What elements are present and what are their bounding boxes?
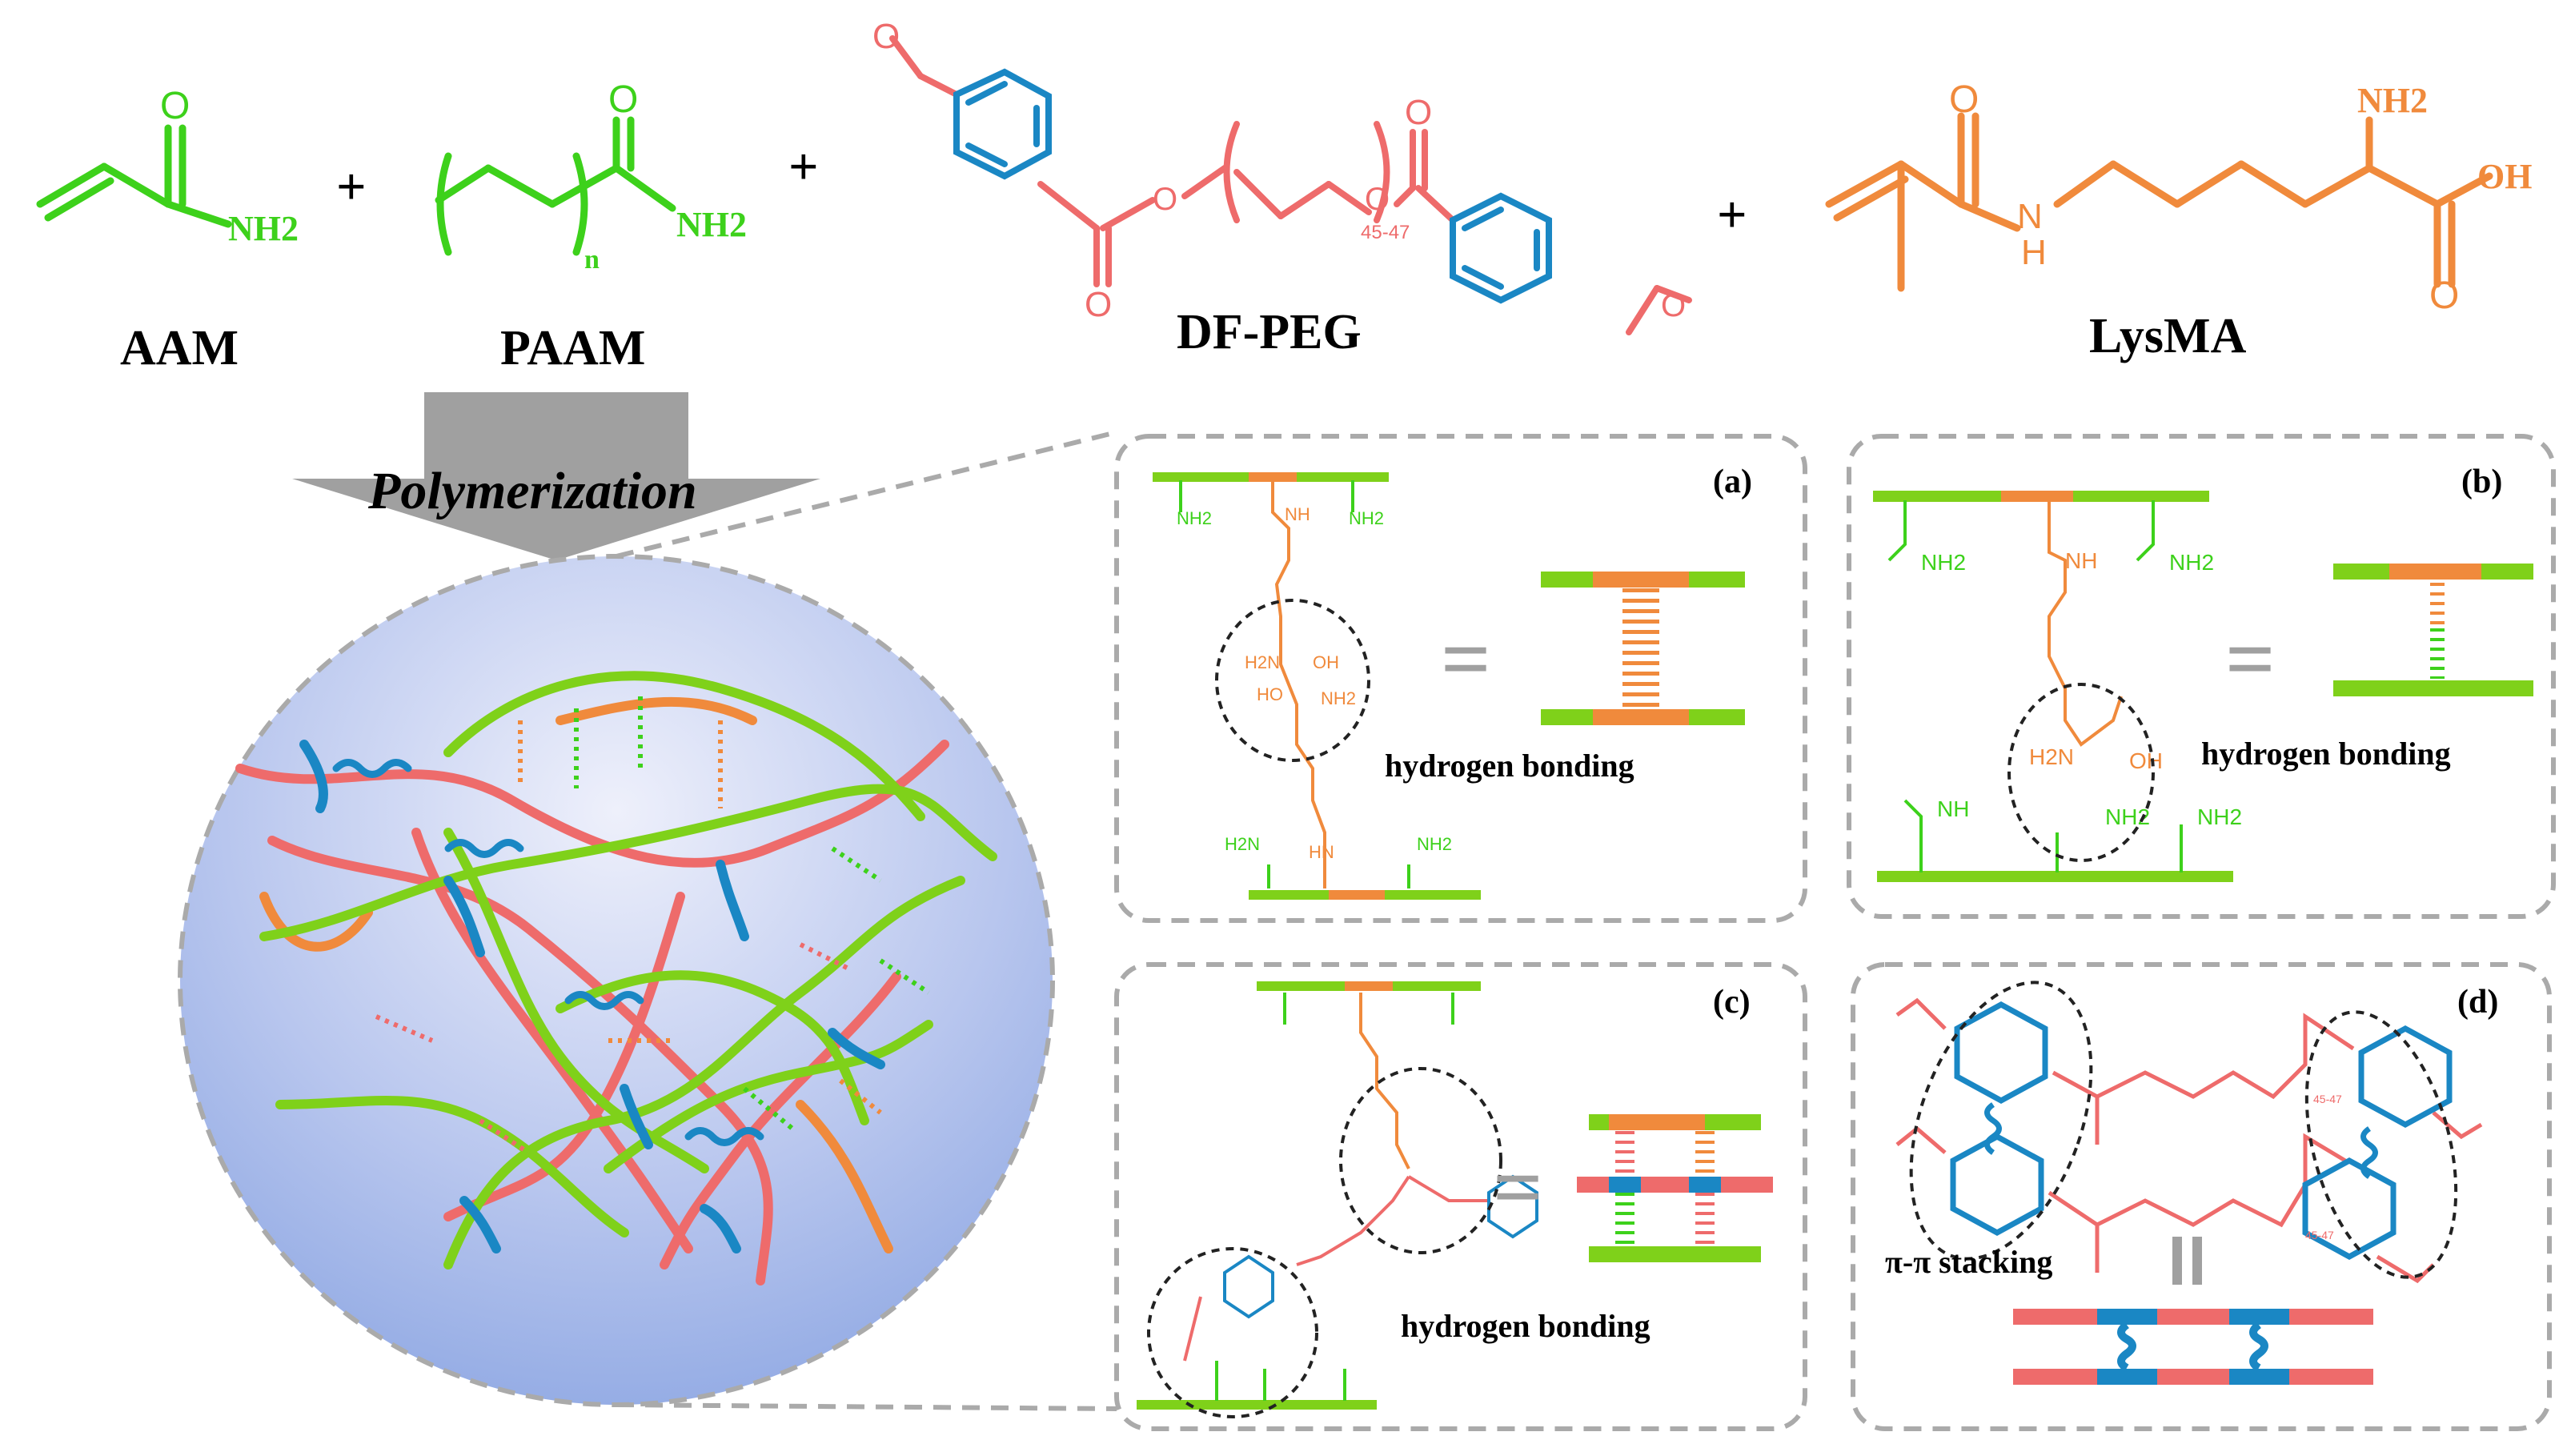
magnify-guide-lines-icon bbox=[616, 430, 1117, 1411]
lysma-o-acid: O bbox=[2429, 275, 2459, 317]
panel-b-nh2-bottom-right: NH2 bbox=[2197, 804, 2242, 829]
panel-d-caption: π-π stacking bbox=[1885, 1244, 2052, 1280]
panel-a-nh2-bottom: NH2 bbox=[1417, 834, 1452, 854]
panel-b-nh2-left: NH2 bbox=[1921, 550, 1966, 575]
panel-a-nh: NH bbox=[1285, 504, 1310, 524]
paam-o-label: O bbox=[608, 78, 638, 121]
lysma-n: N bbox=[2017, 197, 2043, 236]
panel-a-oh: OH bbox=[1313, 652, 1339, 672]
dfpeg-o-ester2: O bbox=[1405, 93, 1432, 132]
panel-b: NH2 NH2 NH H2N OH NH NH2 NH2 = hydrogen … bbox=[1847, 434, 2556, 919]
aam-o-label: O bbox=[160, 85, 190, 127]
dfpeg-range: 45-47 bbox=[1361, 222, 1410, 243]
paam-nh2-label: NH2 bbox=[676, 205, 747, 244]
dfpeg-o-end: O bbox=[1661, 288, 1686, 323]
aam-name: AAM bbox=[120, 321, 239, 375]
lysma-oh: OH bbox=[2477, 157, 2532, 196]
panel-a-bond-circle bbox=[1215, 599, 1370, 762]
dfpeg-o-top: O bbox=[872, 17, 900, 56]
panel-d-range-2: 45-47 bbox=[2305, 1229, 2334, 1241]
panel-c: = hydrogen bonding (c) bbox=[1114, 962, 1807, 1431]
paam-name: PAAM bbox=[500, 321, 645, 375]
panel-a-h2n: H2N bbox=[1245, 652, 1280, 672]
aam-nh2-label: NH2 bbox=[228, 209, 299, 248]
panel-c-bond-circle-lower bbox=[1147, 1247, 1318, 1418]
lysma-nh2: NH2 bbox=[2357, 81, 2428, 120]
paam-n-label: n bbox=[584, 245, 600, 275]
panel-a-tag: (a) bbox=[1713, 463, 1752, 500]
panel-d-stack-circle-right bbox=[2304, 1010, 2458, 1279]
panel-a-nh2-mid: NH2 bbox=[1321, 688, 1356, 708]
panel-a-nh2-left: NH2 bbox=[1177, 508, 1212, 528]
panel-c-tag: (c) bbox=[1713, 984, 1751, 1021]
panel-a: NH2 NH2 NH H2N OH HO NH2 HN H2N NH2 = hy… bbox=[1114, 434, 1807, 923]
panel-c-caption: hydrogen bonding bbox=[1401, 1308, 1650, 1344]
panel-c-equals: = bbox=[1493, 1138, 1543, 1236]
panel-b-nh-bottom: NH bbox=[1937, 796, 1969, 821]
panel-d-tag: (d) bbox=[2457, 984, 2498, 1021]
panel-d-range-1: 45-47 bbox=[2313, 1093, 2342, 1105]
plus-sign-1: + bbox=[336, 158, 367, 216]
panel-a-h2n-bottom: H2N bbox=[1225, 834, 1260, 854]
aam-structure bbox=[36, 124, 232, 228]
dfpeg-o-link1: O bbox=[1153, 182, 1177, 217]
panel-a-nh2-right: NH2 bbox=[1349, 508, 1384, 528]
paam-structure bbox=[435, 116, 676, 256]
polymerization-label: Polymerization bbox=[367, 462, 697, 520]
panel-b-tag: (b) bbox=[2461, 463, 2502, 500]
dfpeg-structure bbox=[889, 35, 1692, 335]
lysma-name: LysMA bbox=[2089, 309, 2247, 363]
network-sphere-icon bbox=[178, 554, 1055, 1407]
panel-d: 45-47 45-47 π-π stacking (d) bbox=[1851, 962, 2552, 1431]
panel-b-caption: hydrogen bonding bbox=[2201, 736, 2451, 772]
panel-b-bond-circle bbox=[2007, 683, 2155, 862]
panel-b-h2n: H2N bbox=[2029, 744, 2074, 769]
dfpeg-o-link2: O bbox=[1365, 182, 1390, 217]
dfpeg-o-ester1: O bbox=[1085, 285, 1112, 324]
lysma-h: H bbox=[2021, 233, 2047, 272]
panel-a-caption: hydrogen bonding bbox=[1385, 748, 1634, 784]
panel-a-equals: = bbox=[1441, 610, 1491, 708]
panel-b-nh: NH bbox=[2065, 548, 2097, 573]
panel-c-bond-circle-upper bbox=[1339, 1067, 1502, 1254]
dfpeg-name: DF-PEG bbox=[1177, 305, 1362, 359]
panel-a-hn: HN bbox=[1309, 842, 1334, 862]
plus-sign-3: + bbox=[1717, 186, 1747, 244]
panel-b-nh2-right: NH2 bbox=[2169, 550, 2214, 575]
panel-d-parallel-icon bbox=[2172, 1237, 2202, 1285]
panel-b-oh: OH bbox=[2129, 748, 2163, 773]
panel-c-schematic bbox=[1577, 1114, 1773, 1262]
panel-a-ho: HO bbox=[1257, 684, 1283, 704]
panel-d-schematic bbox=[2013, 1309, 2373, 1385]
panel-a-schematic bbox=[1541, 572, 1745, 725]
lysma-o-amide: O bbox=[1949, 78, 1979, 121]
plus-sign-2: + bbox=[788, 138, 819, 196]
panel-b-equals: = bbox=[2225, 610, 2276, 708]
panel-d-stack-circle-left bbox=[1909, 981, 2093, 1261]
lysma-structure bbox=[1825, 112, 2493, 292]
panel-b-schematic bbox=[2333, 564, 2533, 696]
polymerization-arrow-icon bbox=[292, 392, 820, 560]
